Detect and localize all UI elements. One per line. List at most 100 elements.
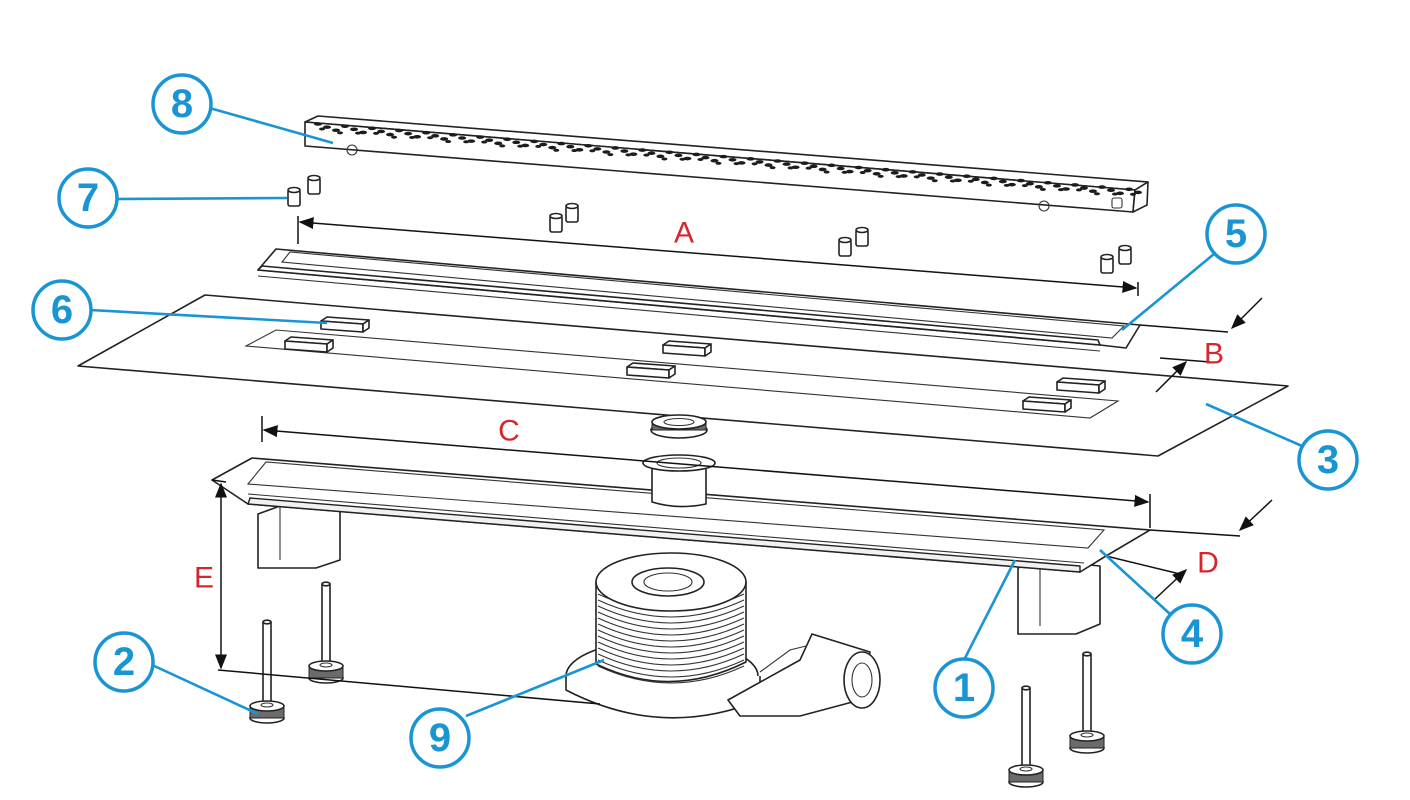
grate-hole — [1097, 185, 1106, 189]
thread-ring — [597, 617, 745, 636]
grate-hole — [341, 124, 350, 128]
grate-hole — [1021, 184, 1028, 188]
thread-ring — [597, 605, 745, 624]
grate-hole — [926, 176, 935, 180]
grate-hole — [953, 178, 962, 183]
grate-hole — [755, 160, 764, 164]
grate-hole — [863, 168, 872, 173]
callout-label-7: 7 — [77, 176, 99, 220]
grate-hole — [1016, 178, 1025, 183]
grate-hole — [877, 174, 884, 178]
thread-ring — [597, 623, 745, 642]
grate-hole — [823, 170, 830, 174]
grate-hole — [1052, 184, 1061, 188]
grate-hole — [593, 147, 602, 151]
grate-hole — [967, 179, 974, 183]
grate-hole — [854, 165, 863, 170]
grate-hole — [485, 138, 494, 142]
grate-hole — [1134, 190, 1142, 195]
grate-hole — [548, 145, 557, 150]
thread-ring — [597, 641, 745, 660]
grate-hole — [1061, 187, 1070, 191]
grate-pin — [838, 236, 852, 257]
callout-6: 6 — [31, 279, 93, 341]
grate-hole — [773, 159, 782, 163]
grate-hole — [1115, 191, 1124, 196]
grate-hole — [638, 148, 647, 152]
grate-hole — [323, 125, 332, 129]
grate-hole — [890, 171, 899, 175]
grate-hole — [674, 153, 683, 158]
grate-hole — [1070, 183, 1079, 187]
grate-hole — [980, 180, 989, 185]
grate-hole — [557, 141, 566, 146]
grate-hole — [845, 169, 854, 174]
grate-hole — [427, 136, 434, 140]
dimension-label-d: D — [1197, 547, 1219, 580]
grate-hole — [512, 140, 521, 145]
callout-label-1: 1 — [953, 666, 975, 710]
grate-hole — [971, 177, 980, 182]
grate-hole — [647, 151, 656, 156]
grate-hole — [944, 175, 953, 179]
grate-hole — [503, 137, 512, 142]
grate-hole — [373, 131, 380, 135]
grate-hole — [521, 143, 530, 148]
grate-hole — [1088, 189, 1097, 193]
grate-hole — [391, 135, 398, 139]
grate-hole — [566, 144, 575, 149]
grate-hole — [827, 163, 836, 168]
grate-hole — [782, 162, 791, 166]
grate-hole — [553, 148, 560, 152]
grate-hole — [530, 139, 539, 144]
grate-holes — [314, 122, 1142, 196]
thread-ring — [597, 659, 745, 678]
grate-hole — [1025, 181, 1034, 186]
grate-hole — [607, 153, 614, 157]
adjustable-foot — [249, 619, 285, 724]
callout-4: 4 — [1161, 603, 1223, 665]
grate-hole — [404, 131, 413, 136]
grate-hole — [931, 179, 938, 183]
spacer-blocks — [284, 316, 1106, 413]
spacer-block — [320, 316, 370, 333]
grate-hole — [737, 161, 746, 165]
grate-hole — [1075, 188, 1082, 192]
callout-7: 7 — [57, 167, 119, 229]
grate-hole — [836, 166, 845, 171]
grate-hole — [611, 146, 620, 150]
grate-hole — [589, 149, 596, 153]
grate-hole — [710, 158, 719, 163]
grate-pin — [565, 202, 579, 223]
grate-hole — [481, 140, 488, 144]
grate-hole — [539, 142, 548, 147]
grate-hole — [499, 144, 506, 148]
dimension-lines — [211, 216, 1273, 705]
dimension-label-a: A — [674, 217, 694, 250]
grate-hole — [332, 128, 341, 133]
thread-ring — [597, 635, 745, 654]
grate-hole — [746, 157, 755, 161]
grate-hole — [643, 153, 650, 157]
grate-hole — [359, 130, 368, 135]
grate-hole — [701, 155, 710, 160]
grate-hole — [431, 134, 440, 138]
grate-hole — [859, 171, 866, 175]
grate-hole — [1007, 182, 1016, 187]
grate-hole — [1043, 180, 1052, 185]
grate-hole — [913, 175, 920, 179]
grate-pin — [855, 226, 869, 247]
dimension-label-b: B — [1204, 338, 1224, 371]
spacer-block — [284, 336, 334, 353]
grate-hole — [620, 149, 629, 153]
dimension-label-c: C — [498, 415, 520, 448]
spacer-block — [1022, 396, 1072, 413]
grate-hole — [791, 165, 800, 170]
callout-label-6: 6 — [51, 288, 73, 332]
grate-hole — [809, 164, 818, 169]
adjustable-foot — [308, 581, 344, 684]
grate-hole — [1093, 192, 1100, 196]
callout-label-5: 5 — [1225, 212, 1247, 256]
grate-hole — [1106, 188, 1115, 193]
